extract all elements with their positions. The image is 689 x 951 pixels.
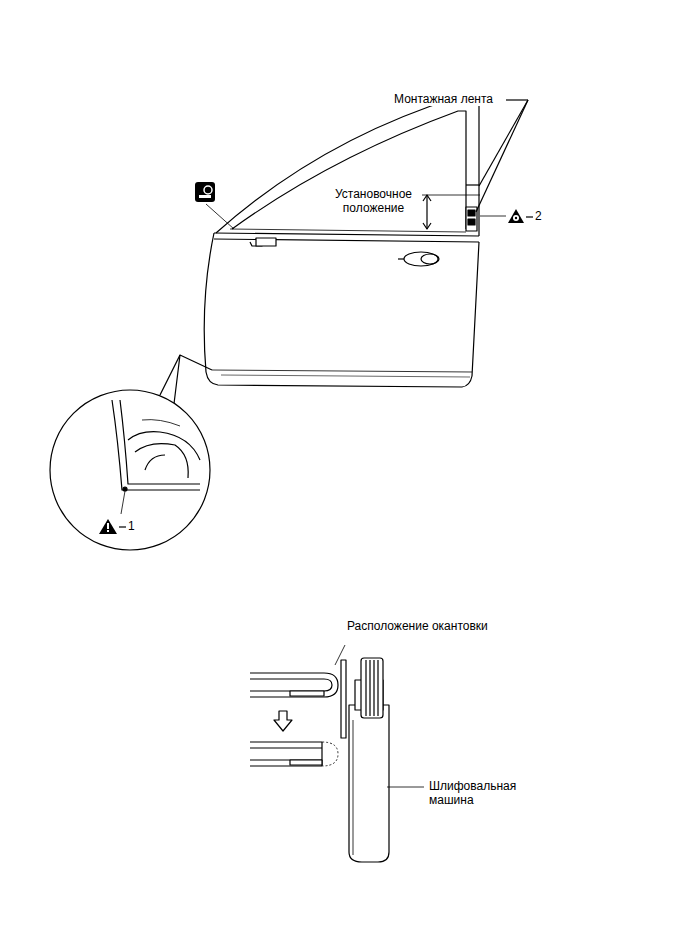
part-label: Монтажная лента [393,92,494,106]
callout-number: 1 [127,519,136,533]
window-frame-inner [232,111,466,229]
caution-symbol [99,519,117,534]
part-label: Расположение окантовки [346,619,489,633]
window-frame [216,97,479,236]
part-label: Шлифовальная машина [428,779,510,807]
tool-icon [195,182,215,202]
warning-symbol [508,209,524,223]
door-panel [204,233,479,387]
callout-number: 2 [534,209,543,223]
dimension-label: Установочное положение [325,187,422,215]
